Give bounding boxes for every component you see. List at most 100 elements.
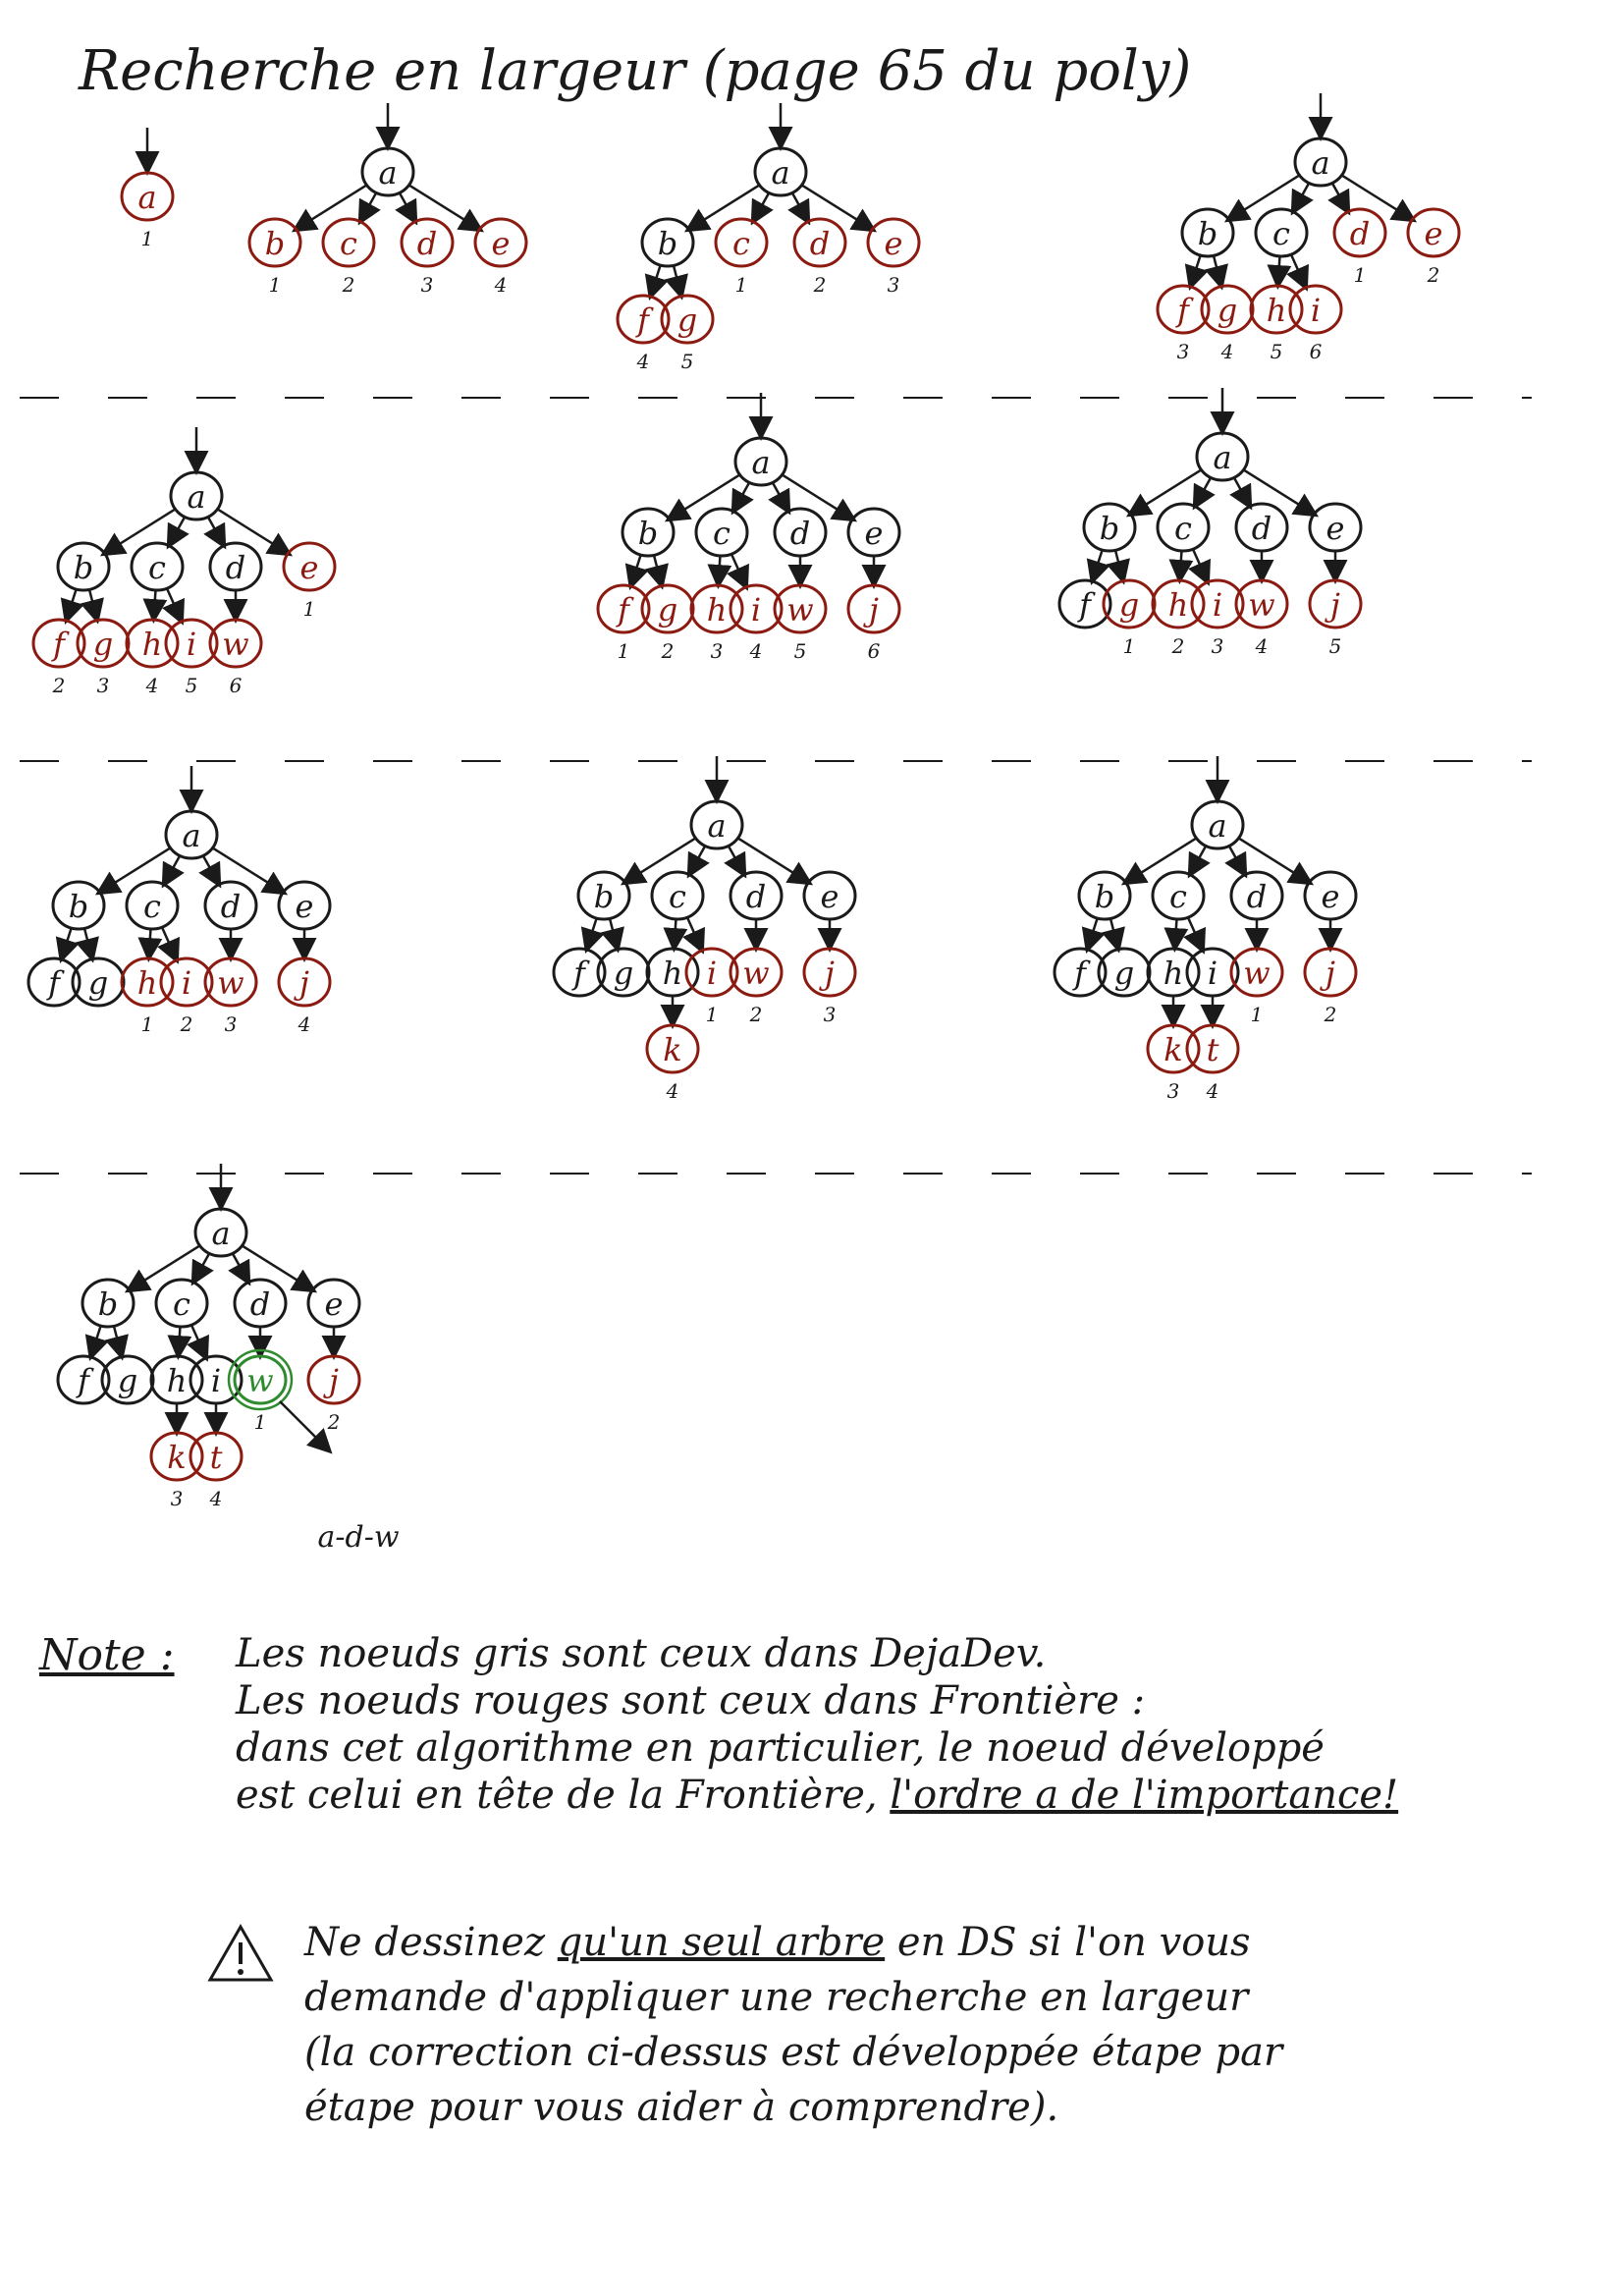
node-e-circle <box>282 541 337 592</box>
node-e-label: e <box>325 1285 344 1323</box>
node-j-order: 6 <box>868 639 881 663</box>
node-g-label: g <box>1119 586 1139 624</box>
node-d-circle <box>208 541 263 592</box>
node-f-circle <box>616 294 671 345</box>
node-w-circle <box>773 583 828 634</box>
node-h-order: 1 <box>141 1012 154 1036</box>
node-b-label: b <box>265 225 285 262</box>
edge-b-g <box>104 1325 129 1361</box>
node-i-order: 5 <box>186 674 198 697</box>
warning-text: Ne dessinez qu'un seul arbre en DS si l'… <box>304 1915 1282 2135</box>
edge-a-b <box>94 846 173 896</box>
edge-c-i <box>1286 253 1309 292</box>
node-g-circle <box>660 294 715 345</box>
node-k-circle <box>1146 1023 1201 1074</box>
note-line-1: Les noeuds gris sont ceux dans DejaDev. <box>236 1631 1047 1676</box>
node-b-circle <box>1082 502 1137 553</box>
node-i-label: i <box>211 1362 221 1399</box>
node-c-label: c <box>732 225 750 262</box>
node-b-label: b <box>69 888 88 925</box>
edge-a-b <box>1120 836 1199 886</box>
node-w-order: 1 <box>254 1410 267 1434</box>
edge-b-g <box>1204 254 1228 291</box>
node-f-label: f <box>46 964 65 1002</box>
edge-c-h <box>1163 918 1189 954</box>
node-j-circle <box>1308 578 1363 629</box>
node-a-label: a <box>137 179 156 216</box>
node-i-circle <box>1185 947 1240 998</box>
edge-a-b <box>664 472 742 522</box>
node-b-label: b <box>638 515 658 552</box>
node-c-label: c <box>173 1285 190 1323</box>
node-j-label: j <box>1325 586 1340 624</box>
node-w-label: w <box>742 955 769 992</box>
node-a-label: a <box>211 1215 230 1252</box>
node-w-label: w <box>1248 586 1274 624</box>
node-b-circle <box>51 880 106 931</box>
node-h-label: h <box>663 955 683 992</box>
node-e-order: 2 <box>1427 263 1440 287</box>
node-e-circle <box>1308 502 1363 553</box>
node-h-label: h <box>142 626 163 663</box>
node-i-circle <box>729 583 784 634</box>
edge-b-f <box>60 588 84 625</box>
node-e-label: e <box>492 225 511 262</box>
node-a-circle <box>169 470 224 521</box>
node-d-label: d <box>1252 510 1271 547</box>
edge-a-d <box>1224 845 1248 879</box>
node-t-order: 4 <box>1206 1079 1219 1103</box>
node-h-label: h <box>167 1362 188 1399</box>
node-g-label: g <box>1114 955 1134 992</box>
node-e-circle <box>277 880 332 931</box>
node-w-circle <box>1234 578 1289 629</box>
node-w-order: 1 <box>1251 1003 1264 1026</box>
edge-a-b <box>620 836 698 886</box>
node-a-label: a <box>187 478 205 516</box>
node-f-circle <box>1053 947 1108 998</box>
node-t-circle <box>189 1431 243 1482</box>
node-f-label: f <box>51 626 70 663</box>
node-f-circle <box>31 618 86 669</box>
edge-b-f <box>624 554 649 590</box>
node-i-circle <box>1190 578 1245 629</box>
edge-a-e <box>210 846 289 896</box>
node-w-circle <box>1229 947 1284 998</box>
node-d-label: d <box>221 888 241 925</box>
node-g-circle <box>71 957 126 1008</box>
node-h-circle <box>1146 947 1201 998</box>
edge-a-d <box>787 191 811 226</box>
node-c-circle <box>130 541 185 592</box>
edge-b-g <box>600 917 624 954</box>
node-w-order: 3 <box>225 1012 238 1036</box>
edge-b-g <box>1101 917 1125 954</box>
node-i-label: i <box>1213 586 1222 624</box>
node-f-label: f <box>1072 955 1091 992</box>
node-j-circle <box>846 583 901 634</box>
tree-step-1: a1 <box>120 128 175 250</box>
node-i-label: i <box>707 955 717 992</box>
node-i-order: 6 <box>1310 340 1323 363</box>
node-d-circle <box>773 507 828 558</box>
node-w-circle <box>208 618 263 669</box>
node-f-order: 1 <box>618 639 630 663</box>
node-d-circle <box>233 1278 288 1329</box>
node-c-label: c <box>340 225 357 262</box>
node-d-circle <box>1234 502 1289 553</box>
node-d-circle <box>792 217 847 268</box>
edge-a-b <box>683 183 762 233</box>
node-a-circle <box>360 146 415 197</box>
node-h-order: 3 <box>711 639 724 663</box>
edge-c-h <box>167 1326 192 1361</box>
node-w-circle <box>233 1354 288 1405</box>
node-j-circle <box>1303 947 1358 998</box>
node-j-circle <box>277 957 332 1008</box>
edge-a-c <box>730 481 754 516</box>
warning-underlined: qu'un seul arbre <box>557 1920 886 1965</box>
node-h-label: h <box>1168 586 1189 624</box>
node-k-label: k <box>167 1439 186 1476</box>
